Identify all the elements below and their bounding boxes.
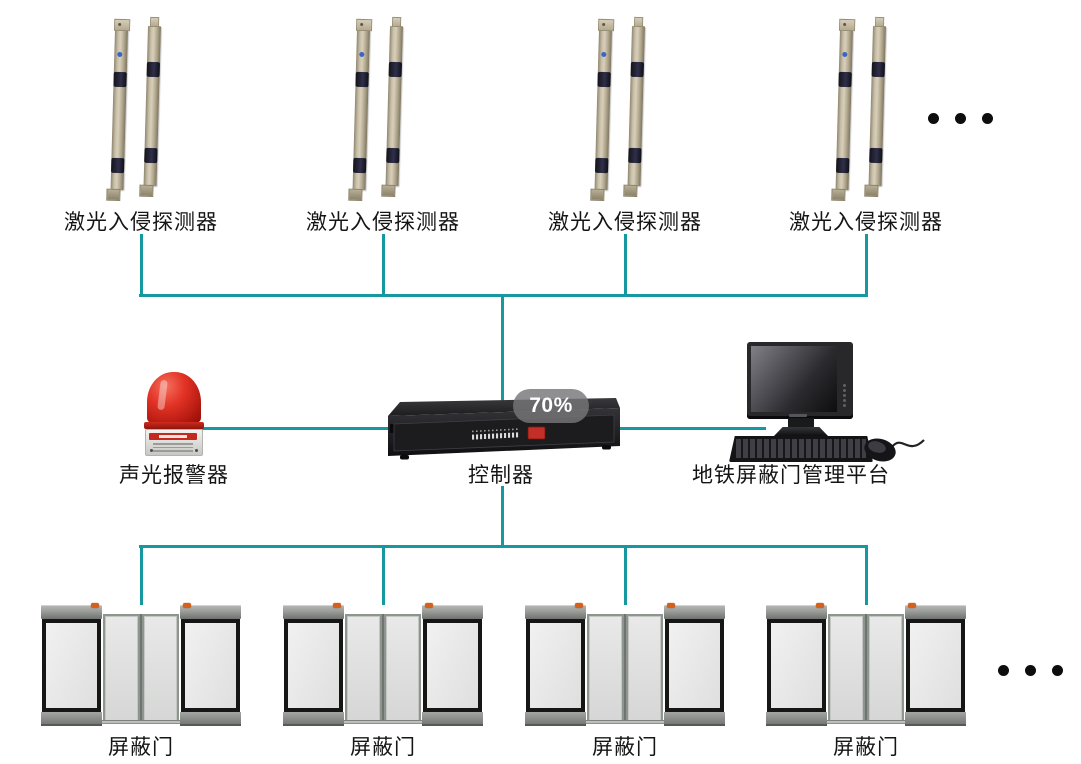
detector-bar [831,18,856,202]
top-bus-line [139,294,868,297]
fixed-panel [665,619,724,712]
detector-label: 激光入侵探测器 [548,211,702,234]
door-status-lamp [91,603,99,608]
sliding-panel [103,614,140,724]
detector-bar [590,18,615,202]
sliding-panel [587,614,624,724]
door-label: 屏蔽门 [350,736,416,759]
door-label: 屏蔽门 [108,736,174,759]
bus-to-controller-line [501,296,504,406]
fixed-panel [767,619,826,712]
detector-bar [106,18,131,202]
fixed-panel [284,619,343,712]
monitor-screen [751,346,837,412]
screen-door-icon [41,602,241,730]
laser-detector-icon [106,14,171,210]
detector-bar [348,18,373,202]
screen-door-icon [766,602,966,730]
door-3-drop-line [624,547,627,605]
detector-3-drop-line [624,234,627,296]
controller-to-platform-line [614,427,766,430]
sliding-panel [384,614,421,724]
more-doors-ellipsis-icon [990,665,1071,676]
detector-1-drop-line [140,234,143,296]
door-4-drop-line [865,547,868,605]
controller-to-bus-line [501,486,504,547]
indicator-dot [117,51,123,58]
indicator-dot [601,51,607,58]
sliding-panel [828,614,865,724]
alarm-label: 声光报警器 [119,464,229,487]
detector-bar [623,16,645,198]
laser-detector-icon [590,14,655,210]
door-2-drop-line [382,547,385,605]
controller-red-button [527,426,546,440]
detector-label: 激光入侵探测器 [306,211,460,234]
fixed-panel [906,619,965,712]
platform-label: 地铁屏蔽门管理平台 [692,464,890,487]
detector-4-drop-line [865,234,868,296]
detector-bar [139,16,161,198]
bottom-bus-line [139,545,868,548]
door-status-lamp [816,603,824,608]
laser-detector-icon [348,14,413,210]
sliding-panel [142,614,179,724]
alarm-beacon-icon [144,370,204,458]
indicator-dot [359,51,365,58]
door-label: 屏蔽门 [833,736,899,759]
fixed-panel [42,619,101,712]
door-status-lamp [575,603,583,608]
sliding-panel [345,614,382,724]
monitor-icon [747,342,853,419]
door-status-lamp [667,603,675,608]
door-1-drop-line [140,547,143,605]
fixed-panel [526,619,585,712]
detector-label: 激光入侵探测器 [64,211,218,234]
monitor-stand [788,418,814,429]
door-label: 屏蔽门 [592,736,658,759]
monitor-brand-mark [789,414,807,417]
more-detectors-ellipsis-icon [920,113,1001,124]
detector-label: 激光入侵探测器 [789,211,943,234]
detector-2-drop-line [382,234,385,296]
keyboard-icon [729,436,873,462]
door-status-lamp [908,603,916,608]
laser-detector-icon [831,14,896,210]
mouse-icon [864,438,925,462]
detector-bar [381,16,403,198]
indicator-dot [842,51,848,58]
fixed-panel [181,619,240,712]
door-status-lamp [333,603,341,608]
fixed-panel [423,619,482,712]
alarm-to-controller-line [202,427,392,430]
door-status-lamp [425,603,433,608]
door-status-lamp [183,603,191,608]
controller-label: 控制器 [468,464,534,487]
screen-door-icon [525,602,725,730]
detector-bar [864,16,886,198]
zoom-level-badge: 70% [513,389,589,423]
sliding-panel [626,614,663,724]
sliding-panel [867,614,904,724]
monitor-stand-base [774,427,828,436]
screen-door-icon [283,602,483,730]
